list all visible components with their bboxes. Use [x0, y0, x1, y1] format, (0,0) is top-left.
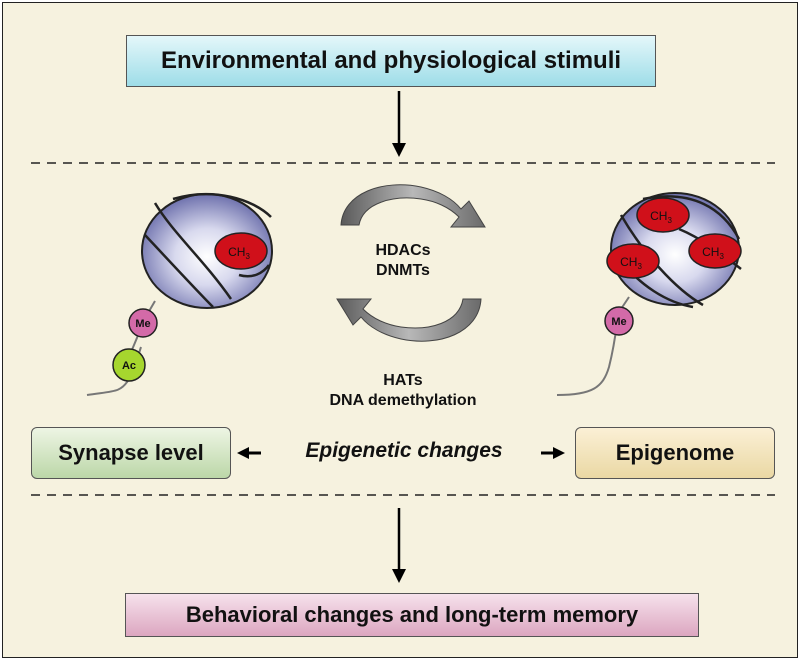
- ac-label-left: Ac: [122, 360, 136, 372]
- stimuli-box: Environmental and physiological stimuli: [126, 35, 656, 87]
- methyl-label-right-top: CH3: [650, 209, 672, 225]
- methyl-mark-right-top: [636, 197, 690, 233]
- ac-mark-left: [112, 348, 146, 382]
- me-mark-left: [128, 308, 158, 338]
- arrow-left-small: [237, 447, 261, 459]
- hdacs-text: HDACs: [375, 242, 431, 259]
- methyl-label-right-left: CH3: [620, 255, 642, 271]
- methyl-label-right-right: CH3: [702, 245, 724, 261]
- cycle-arrow-top-icon: [340, 184, 486, 228]
- methyl-mark-left: [214, 232, 268, 270]
- epigenetic-changes-label: Epigenetic changes: [305, 439, 503, 462]
- synapse-level-label: Synapse level: [58, 440, 204, 465]
- epigenome-box: Epigenome: [575, 427, 775, 479]
- stimuli-label: Environmental and physiological stimuli: [160, 47, 622, 74]
- methyl-mark-right-left: [606, 243, 660, 279]
- arrow-down-top: [392, 91, 406, 157]
- methyl-mark-right-right: [688, 233, 742, 269]
- me-mark-right: [604, 306, 634, 336]
- dnmts-text: DNMTs: [376, 262, 430, 279]
- behavior-box: Behavioral changes and long-term memory: [125, 593, 699, 637]
- behavior-label: Behavioral changes and long-term memory: [185, 602, 639, 627]
- diagram-artwork: CH3 CH3 CH3 CH3 Me Ac Me: [31, 91, 775, 583]
- synapse-level-box: Synapse level: [31, 427, 231, 479]
- enzymes-bottom-label: HATs DNA demethylation: [293, 371, 513, 411]
- me-label-right: Me: [611, 316, 626, 328]
- methyl-label-left: CH3: [228, 245, 250, 261]
- cycle-arrow-bottom-icon: [336, 298, 482, 342]
- arrow-down-bottom: [392, 508, 406, 583]
- enzymes-top-label: HDACs DNMTs: [333, 241, 473, 281]
- epigenome-label: Epigenome: [615, 440, 735, 465]
- dna-demethylation-text: DNA demethylation: [329, 392, 477, 409]
- hats-text: HATs: [383, 372, 423, 389]
- arrow-right-small: [541, 447, 565, 459]
- me-label-left: Me: [135, 318, 150, 330]
